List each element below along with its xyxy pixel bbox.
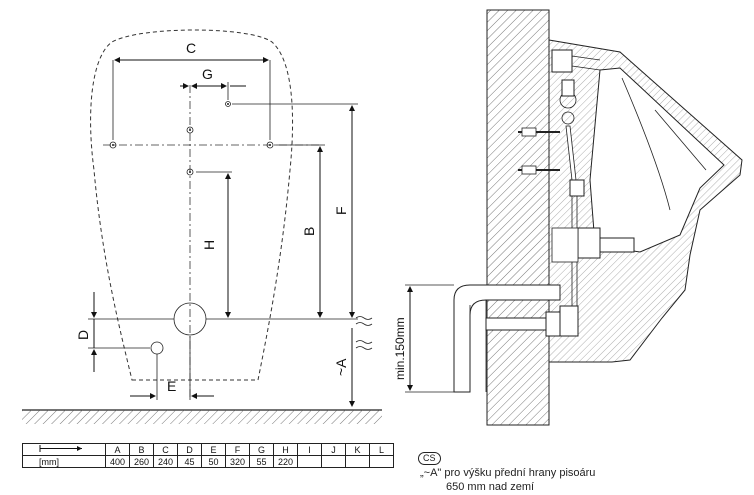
wall-section: [486, 9, 550, 426]
table-header-cell: K: [345, 443, 370, 456]
note-line-2: 650 mm nad zemí: [446, 481, 535, 493]
dim-label-d: D: [75, 330, 91, 340]
dim-label-g: G: [202, 66, 213, 82]
dim-label-c: C: [186, 40, 196, 56]
drain-elbow-pipe: [453, 284, 561, 393]
mount-hole-right: [266, 141, 274, 149]
table-value-cell: [369, 455, 394, 468]
urinal-bowl-cavity: [589, 67, 725, 253]
side-view: min.150mm: [393, 9, 743, 426]
table-header-cell: H: [273, 443, 298, 456]
urinal-outline: [90, 29, 294, 381]
front-view: C G H B F ~A D: [22, 29, 382, 424]
table-header-cell: G: [249, 443, 274, 456]
table-value-cell: 260: [129, 455, 154, 468]
table-value-cell: [321, 455, 346, 468]
table-header-cell: I: [297, 443, 322, 456]
table-header-cell: C: [153, 443, 178, 456]
mount-hole-left: [109, 141, 117, 149]
table-header-cell: A: [105, 443, 130, 456]
table-header-cell: D: [177, 443, 202, 456]
dim-label-h: H: [201, 240, 217, 250]
hole-center-mid: [186, 168, 194, 176]
supply-hole: [225, 101, 231, 107]
dim-label-b: B: [301, 227, 317, 236]
hole-center-top: [186, 126, 194, 134]
dimension-table: A B C D E F G H I J K L [mm] 400 260 240…: [22, 443, 394, 468]
table-value-cell: 240: [153, 455, 178, 468]
table-value-cell: 220: [273, 455, 298, 468]
table-header-cell: B: [129, 443, 154, 456]
table-header-cell: J: [321, 443, 346, 456]
width-arrow-icon: [39, 445, 82, 452]
table-arrow-cell: [22, 443, 106, 456]
table-unit-cell: [mm]: [22, 455, 106, 468]
table-value-row: [mm] 400 260 240 45 50 320 55 220: [22, 455, 394, 468]
table-header-cell: E: [201, 443, 226, 456]
min-height-label: min.150mm: [393, 317, 407, 380]
table-value-cell: 50: [201, 455, 226, 468]
drain-coupling: [545, 311, 561, 337]
note-line-1: „~A" pro výšku přední hrany pisoáru: [420, 467, 596, 479]
table-header-cell: L: [369, 443, 394, 456]
dim-label-f: F: [333, 206, 349, 215]
table-header-row: A B C D E F G H I J K L: [22, 443, 394, 456]
valve-knob: [561, 111, 575, 125]
table-value-cell: 45: [177, 455, 202, 468]
anchor-bolt-upper: [518, 127, 560, 137]
table-value-cell: [297, 455, 322, 468]
table-value-cell: 400: [105, 455, 130, 468]
table-header-cell: F: [225, 443, 250, 456]
drain-small: [150, 341, 164, 355]
valve-housing: [551, 49, 573, 73]
anchor-bolt-lower: [518, 165, 560, 175]
trap-fitting: [577, 227, 601, 259]
table-value-cell: 320: [225, 455, 250, 468]
floor-hatch: [22, 410, 382, 424]
dim-label-e: E: [167, 378, 176, 394]
dim-label-a: ~A: [333, 358, 349, 376]
table-value-cell: 55: [249, 455, 274, 468]
language-badge: CS: [418, 452, 441, 465]
table-value-cell: [345, 455, 370, 468]
language-code: CS: [418, 452, 441, 465]
